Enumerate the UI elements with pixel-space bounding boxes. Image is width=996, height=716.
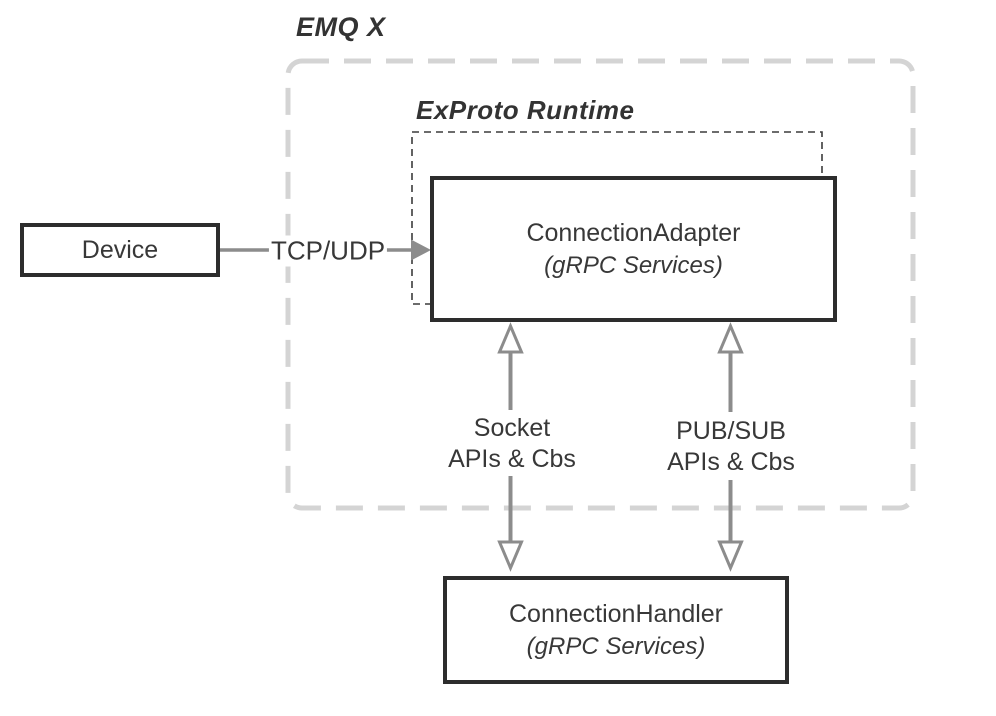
socket-arrowhead-up-icon [497,322,524,354]
tcp-udp-arrowhead-icon [411,239,431,261]
socket-edge-label-line2: APIs & Cbs [448,445,576,473]
pubsub-double-arrow [717,322,744,572]
connection-adapter-node: ConnectionAdapter (gRPC Services) [430,176,837,322]
tcp-udp-edge-label: TCP/UDP [268,235,388,267]
pubsub-arrowhead-down-icon [717,540,744,572]
pubsub-edge-label: PUB/SUB APIs & Cbs [667,416,795,478]
connection-handler-subtitle: (gRPC Services) [526,633,706,660]
socket-edge-label-line1: Socket [473,414,551,442]
connection-adapter-subtitle: (gRPC Services) [544,252,723,279]
pubsub-edge-label-line2: APIs & Cbs [667,448,795,476]
connection-adapter-title: ConnectionAdapter [526,219,741,247]
tcp-udp-arrow [220,239,431,261]
emqx-dashed-boundary [285,58,916,511]
socket-double-arrow [497,322,524,572]
connection-handler-node: ConnectionHandler (gRPC Services) [443,576,789,684]
connection-handler-title: ConnectionHandler [508,600,724,628]
device-node: Device [20,223,220,277]
pubsub-arrowhead-up-icon [717,322,744,354]
emqx-group-label: EMQ X [296,12,386,42]
pubsub-edge-label-line1: PUB/SUB [676,417,786,445]
device-node-label: Device [81,236,159,264]
socket-edge-label: Socket APIs & Cbs [448,413,576,475]
exproto-runtime-group-label: ExProto Runtime [416,95,635,125]
socket-arrowhead-down-icon [497,540,524,572]
